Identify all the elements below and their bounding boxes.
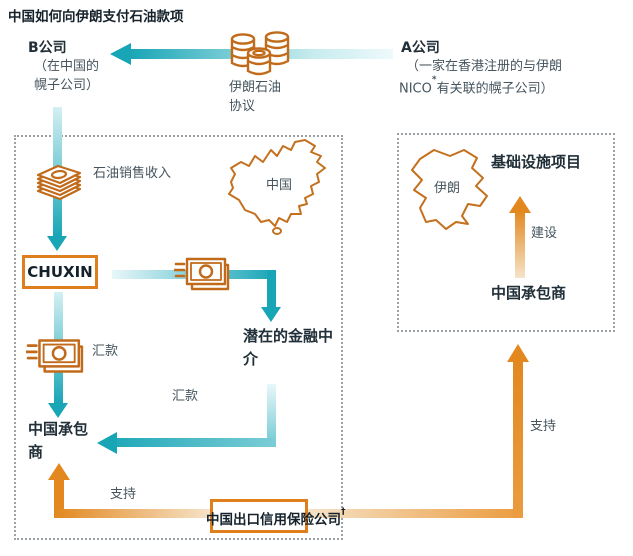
company-b-label: B公司 — [28, 40, 67, 56]
remittance-label-2: 汇款 — [172, 389, 199, 404]
intermediary-return-arrow — [116, 438, 276, 447]
sinosure-footnote-mark: † — [341, 506, 346, 517]
intermediary-label-line1: 潜在的金融中 — [243, 327, 334, 345]
chuxin-to-intermediary-arrow-head — [261, 307, 281, 322]
oil-agreement-line2: 协议 — [229, 99, 256, 114]
remittance-label-1: 汇款 — [92, 344, 119, 359]
intermediary-return-arrow-head — [97, 432, 117, 454]
iran-dashed-box — [397, 133, 615, 332]
company-a-label: A公司 — [401, 40, 440, 56]
china-map-icon — [222, 137, 334, 237]
sinosure-name: 中国出口信用保险公司 — [206, 512, 341, 528]
flying-banknote-icon-2 — [24, 337, 84, 375]
sinosure-to-iran-arrow-vertical — [513, 361, 523, 518]
support-label-1: 支持 — [110, 487, 137, 502]
page-title: 中国如何向伊朗支付石油款项 — [8, 9, 184, 25]
company-a-desc-line2: NICO*有关联的幌子公司） — [399, 75, 554, 98]
china-dashed-box — [14, 135, 343, 540]
intermediary-label-line2: 介 — [243, 350, 259, 368]
iran-map-icon — [406, 143, 498, 241]
sinosure-support-arrow-head — [48, 463, 70, 480]
sinosure-support-arrow — [54, 509, 211, 518]
nico-text: NICO — [399, 81, 432, 97]
company-a-desc-line1: （一家在香港注册的与伊朗 — [406, 59, 563, 74]
construction-arrow-head — [509, 196, 531, 213]
oil-revenue-arrow-head — [47, 236, 67, 251]
sinosure-to-iran-arrow — [306, 509, 519, 518]
banknote-stack-icon — [33, 158, 85, 204]
company-b-desc-line2: 幌子公司） — [34, 78, 100, 93]
oil-agreement-line1: 伊朗石油 — [229, 80, 282, 95]
iran-contractor-label: 中国承包商 — [491, 284, 567, 302]
sinosure-support-arrow-vertical — [54, 478, 64, 518]
nico-rest-text: 有关联的幌子公司） — [436, 81, 554, 97]
sinosure-box — [210, 499, 308, 533]
chuxin-to-intermediary-arrow-vertical — [267, 270, 276, 308]
payment-arrow-head — [110, 43, 131, 65]
china-map-label: 中国 — [266, 178, 293, 193]
chuxin-box: CHUXIN — [22, 255, 98, 289]
oil-revenue-label: 石油销售收入 — [93, 166, 172, 181]
sinosure-label: 中国出口信用保险公司† — [206, 506, 346, 529]
infrastructure-label: 基础设施项目 — [491, 153, 582, 171]
iran-map-label: 伊朗 — [434, 181, 461, 196]
company-b-desc-line1: （在中国的 — [34, 59, 100, 74]
nico-footnote-mark: * — [431, 75, 437, 85]
flying-banknote-icon-1 — [172, 256, 230, 292]
intermediary-return-arrow-vertical — [267, 384, 276, 440]
contractor-label-line2: 商 — [28, 443, 44, 461]
sinosure-to-iran-arrow-head — [507, 344, 529, 362]
support-label-2: 支持 — [530, 419, 557, 434]
coin-stacks-icon — [228, 26, 292, 78]
chuxin-to-contractor-arrow-head — [48, 403, 68, 418]
construction-arrow — [515, 211, 525, 278]
contractor-label-line1: 中国承包 — [28, 420, 89, 438]
construction-label: 建设 — [531, 226, 558, 241]
